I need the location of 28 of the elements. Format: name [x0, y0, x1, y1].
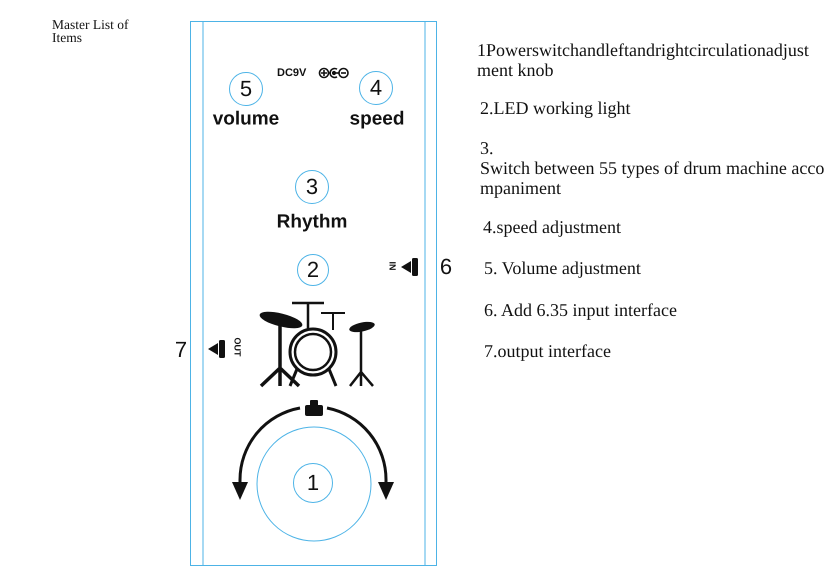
callout-number: 3 [306, 176, 318, 198]
callout-number: 6 [440, 256, 452, 278]
list-item: 1Powerswitchandleftandrightcirculationadjust ment knob [477, 40, 810, 80]
list-item: 5. Volume adjustment [484, 258, 642, 278]
callout-number: 5 [240, 78, 252, 100]
callout-number: 4 [370, 77, 382, 99]
callout-circle [297, 254, 329, 286]
list-item: 7.output interface [484, 341, 612, 361]
control-label: Rhythm [276, 212, 348, 232]
title-text: Master List of Items [52, 18, 130, 44]
jack-label: OUT [232, 338, 242, 356]
list-item: Switch between 55 types of drum machine acco mpaniment [480, 158, 826, 198]
callout-circle [229, 72, 263, 106]
callout-circle [293, 463, 333, 503]
list-item: 4.speed adjustment [483, 217, 622, 237]
callout-number: 2 [306, 259, 320, 281]
panel-label: DC9V [277, 68, 306, 79]
list-item: 6. Add 6.35 input interface [484, 300, 678, 320]
pedal-body [190, 21, 437, 566]
jack-label: IN [388, 262, 396, 270]
callout-number: 7 [174, 339, 188, 361]
list-item: 2.LED working light [480, 98, 632, 118]
callout-circle [359, 71, 393, 105]
callout-circle [295, 170, 329, 204]
control-label: volume [212, 110, 280, 128]
control-label: speed [350, 110, 404, 128]
list-item: 3. [480, 138, 494, 158]
callout-number: 1 [306, 472, 320, 494]
